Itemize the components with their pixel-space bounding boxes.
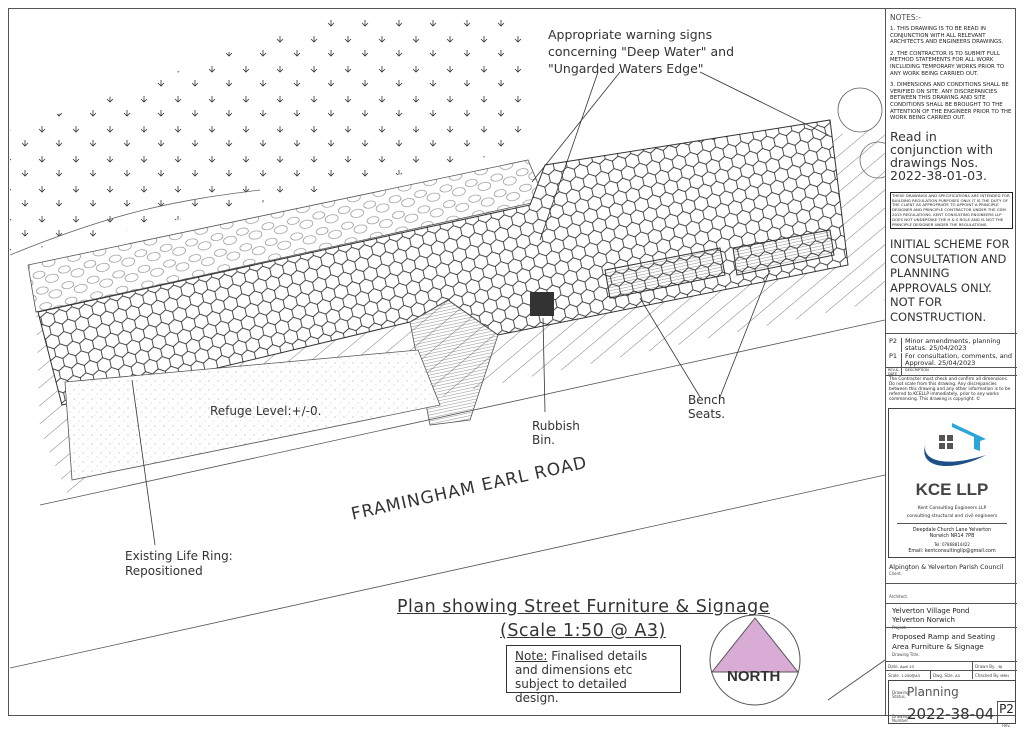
cdm-note: THESE DRAWINGS AND SPECIFICATIONS ARE IN… bbox=[890, 191, 1013, 230]
description-header: DESCRIPTION bbox=[901, 368, 929, 375]
date-field: Date. April 23 bbox=[886, 662, 972, 670]
desc: Minor amendments, planning status. 25/04… bbox=[901, 338, 1017, 352]
warning-signs-label: Appropriate warning signs concerning "De… bbox=[548, 27, 735, 76]
tree bbox=[859, 141, 885, 179]
company-email: Email: kentconsultingllp@gmail.com bbox=[908, 549, 996, 554]
scale: 1:200@A3 bbox=[901, 674, 920, 678]
rev: P2 bbox=[999, 702, 1014, 716]
drawing-status-field: Drawing Status. Planning bbox=[889, 681, 1015, 699]
rev: P1 bbox=[889, 352, 898, 360]
scale-field: Scale. 1:200@A3 bbox=[886, 671, 930, 679]
number-cap: Drawing Number. bbox=[892, 714, 909, 723]
title-block: NOTES:- 1. THIS DRAWING IS TO BE READ IN… bbox=[885, 8, 1017, 728]
project-field: Yelverton Village Pond Yelverton Norwich… bbox=[886, 603, 1017, 630]
north-arrow-icon bbox=[710, 617, 800, 673]
rev: P2 bbox=[889, 337, 898, 345]
desc: For consultation, comments, and Approval… bbox=[901, 353, 1017, 367]
status: Planning bbox=[907, 685, 959, 699]
architect-cap: Architect. bbox=[889, 594, 909, 599]
tree bbox=[837, 87, 883, 133]
leader-lines bbox=[131, 71, 829, 546]
scale-cap: Scale. bbox=[888, 673, 901, 678]
architect-field: Architect. bbox=[886, 583, 1017, 603]
client: Alpington & Yelverton Parish Council bbox=[889, 564, 1004, 571]
drawing-sheet bbox=[8, 8, 1016, 716]
checked-by-field: Checked By. MRH bbox=[972, 671, 1017, 679]
drawn-by-field: Drawn By. BJ bbox=[972, 662, 1017, 670]
date: April 23 bbox=[900, 665, 914, 669]
hexagon-paving bbox=[38, 120, 848, 405]
company-full-name: Kent Consulting Engineers LLP bbox=[917, 506, 987, 511]
refuge-level-label: Refuge Level:+/-0. bbox=[210, 404, 322, 418]
size-cap: Dwg. Size. bbox=[933, 673, 954, 678]
status-cap: Drawing Status. bbox=[892, 690, 909, 699]
notes-section: NOTES:- 1. THIS DRAWING IS TO BE READ IN… bbox=[886, 13, 1017, 324]
note-heading: Note: bbox=[515, 649, 548, 663]
drawn-cap: Drawn By. bbox=[975, 664, 996, 669]
north-label: NORTH bbox=[727, 668, 781, 685]
life-ring-label: Existing Life Ring: Repositioned bbox=[125, 549, 233, 578]
size: A3 bbox=[955, 674, 960, 678]
bench-seat bbox=[604, 247, 726, 299]
bench-seat bbox=[732, 229, 835, 276]
company-tagline: consulting structural and civil engineer… bbox=[906, 514, 998, 519]
rev-header: REV.& DATE bbox=[888, 368, 899, 376]
project: Yelverton Village Pond Yelverton Norwich bbox=[892, 607, 970, 624]
date-cap: Date. bbox=[888, 664, 899, 669]
checked-cap: Checked By. bbox=[975, 673, 1000, 678]
initial-scheme-note: INITIAL SCHEME FOR CONSULTATION AND PLAN… bbox=[890, 237, 1010, 324]
dwg-size-field: Dwg. Size. A3 bbox=[930, 671, 972, 679]
company-name: KCE LLP bbox=[915, 480, 989, 499]
drawing-title-cap: Drawing Title. bbox=[892, 652, 920, 657]
note-box: Note: Finalised details and dimensions e… bbox=[506, 645, 681, 705]
client-cap: Client. bbox=[889, 571, 902, 576]
note-1: 1. THIS DRAWING IS TO BE READ IN CONJUNC… bbox=[890, 26, 1004, 46]
note-3: 3. DIMENSIONS AND CONDITIONS SHALL BE VE… bbox=[890, 82, 1012, 122]
road-edge bbox=[9, 474, 885, 669]
grass-area bbox=[10, 20, 530, 255]
note-text: Finalised details and dimensions etc sub… bbox=[515, 649, 648, 705]
disclaimer: The Contractor must check and confirm al… bbox=[886, 375, 1017, 403]
bench-seats-label: Bench Seats. bbox=[688, 393, 726, 421]
note-2: 2. THE CONTRACTOR IS TO SUBMIT FULL METH… bbox=[890, 50, 1005, 77]
company-address: Deepdale Church Lane Yelverton Norwich N… bbox=[912, 528, 992, 539]
drawing-title: Proposed Ramp and Seating Area Furniture… bbox=[892, 632, 996, 651]
read-with-note: Read in conjunction with drawings Nos. 2… bbox=[890, 128, 994, 183]
company-logo-block: KCE LLP Kent Consulting Engineers LLP co… bbox=[888, 408, 1016, 558]
refuge-area bbox=[65, 350, 440, 480]
drawing-title-field: Proposed Ramp and Seating Area Furniture… bbox=[886, 627, 1017, 661]
drawn: BJ bbox=[998, 665, 1003, 669]
number: 2022-38-04 bbox=[907, 705, 995, 723]
rubbish-bin-label: Rubbish Bin. bbox=[532, 419, 580, 447]
checked: MRH bbox=[1000, 674, 1009, 678]
rubbish-bin bbox=[530, 292, 554, 316]
drawing-title: Plan showing Street Furniture & Signage bbox=[397, 597, 770, 617]
kce-logo-icon bbox=[924, 423, 986, 467]
notes-heading: NOTES:- bbox=[890, 13, 921, 22]
site-plan bbox=[9, 20, 885, 706]
company-tel: Tel: 07868814422 bbox=[934, 542, 970, 547]
drawing-scale: (Scale 1:50 @ A3) bbox=[500, 621, 666, 641]
